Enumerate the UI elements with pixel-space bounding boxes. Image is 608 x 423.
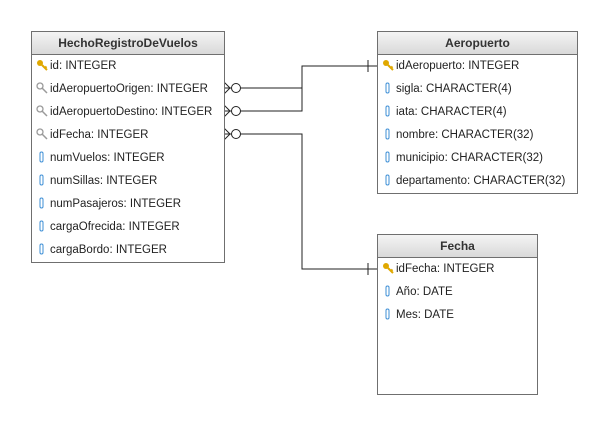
column-icon bbox=[382, 105, 394, 117]
field-label: cargaOfrecida: INTEGER bbox=[50, 221, 180, 233]
field-row[interactable]: id: INTEGER bbox=[36, 57, 116, 75]
field-row[interactable]: numSillas: INTEGER bbox=[36, 172, 157, 190]
column-icon bbox=[382, 308, 394, 320]
relationship-origen-aeropuerto bbox=[223, 60, 377, 95]
field-row[interactable]: numVuelos: INTEGER bbox=[36, 149, 165, 167]
field-row[interactable]: idAeropuerto: INTEGER bbox=[382, 57, 519, 75]
foreign-key-icon bbox=[36, 82, 48, 94]
field-row[interactable]: idFecha: INTEGER bbox=[382, 260, 494, 278]
field-label: numSillas: INTEGER bbox=[50, 175, 158, 187]
entity-fecha[interactable]: Fecha idFecha: INTEGER Año: DATE Mes: DA… bbox=[377, 234, 538, 395]
entity-aeropuerto[interactable]: Aeropuerto idAeropuerto: INTEGER sigla: … bbox=[377, 31, 578, 194]
field-label: idFecha: INTEGER bbox=[50, 129, 149, 141]
column-icon bbox=[382, 174, 394, 186]
field-row[interactable]: Año: DATE bbox=[382, 283, 453, 301]
field-label: numPasajeros: INTEGER bbox=[50, 198, 182, 210]
field-label: Mes: DATE bbox=[396, 309, 454, 321]
field-row[interactable]: municipio: CHARACTER(32) bbox=[382, 149, 543, 167]
column-icon bbox=[382, 285, 394, 297]
column-icon bbox=[36, 220, 48, 232]
column-icon bbox=[36, 197, 48, 209]
field-label: Año: DATE bbox=[396, 286, 453, 298]
field-row[interactable]: nombre: CHARACTER(32) bbox=[382, 126, 533, 144]
field-label: nombre: CHARACTER(32) bbox=[396, 129, 534, 141]
entity-title: Fecha bbox=[378, 235, 537, 258]
foreign-key-icon bbox=[36, 105, 48, 117]
field-label: municipio: CHARACTER(32) bbox=[396, 152, 543, 164]
field-label: numVuelos: INTEGER bbox=[50, 152, 165, 164]
column-icon bbox=[36, 151, 48, 163]
field-label: departamento: CHARACTER(32) bbox=[396, 175, 566, 187]
column-icon bbox=[382, 82, 394, 94]
field-row[interactable]: iata: CHARACTER(4) bbox=[382, 103, 507, 121]
field-label: idFecha: INTEGER bbox=[396, 263, 495, 275]
field-row[interactable]: idAeropuertoDestino: INTEGER bbox=[36, 103, 212, 121]
primary-key-icon bbox=[36, 59, 48, 71]
field-label: idAeropuertoOrigen: INTEGER bbox=[50, 83, 208, 95]
field-row[interactable]: idAeropuertoOrigen: INTEGER bbox=[36, 80, 208, 98]
relationship-destino-aeropuerto bbox=[223, 66, 303, 118]
field-row[interactable]: sigla: CHARACTER(4) bbox=[382, 80, 512, 98]
field-row[interactable]: Mes: DATE bbox=[382, 306, 454, 324]
relationship-fecha bbox=[223, 127, 377, 275]
field-row[interactable]: idFecha: INTEGER bbox=[36, 126, 148, 144]
field-row[interactable]: cargaBordo: INTEGER bbox=[36, 241, 167, 259]
field-row[interactable]: numPasajeros: INTEGER bbox=[36, 195, 181, 213]
primary-key-icon bbox=[382, 262, 394, 274]
entity-title: HechoRegistroDeVuelos bbox=[32, 32, 224, 55]
column-icon bbox=[382, 128, 394, 140]
field-label: iata: CHARACTER(4) bbox=[396, 106, 507, 118]
field-label: sigla: CHARACTER(4) bbox=[396, 83, 512, 95]
entity-hechoregistrodevuelos[interactable]: HechoRegistroDeVuelos id: INTEGER idAero… bbox=[31, 31, 225, 263]
field-label: cargaBordo: INTEGER bbox=[50, 244, 167, 256]
field-row[interactable]: departamento: CHARACTER(32) bbox=[382, 172, 565, 190]
field-label: id: INTEGER bbox=[50, 60, 117, 72]
foreign-key-icon bbox=[36, 128, 48, 140]
field-label: idAeropuerto: INTEGER bbox=[396, 60, 520, 72]
field-label: idAeropuertoDestino: INTEGER bbox=[50, 106, 213, 118]
field-row[interactable]: cargaOfrecida: INTEGER bbox=[36, 218, 180, 236]
primary-key-icon bbox=[382, 59, 394, 71]
column-icon bbox=[36, 243, 48, 255]
entity-title: Aeropuerto bbox=[378, 32, 577, 55]
column-icon bbox=[382, 151, 394, 163]
column-icon bbox=[36, 174, 48, 186]
